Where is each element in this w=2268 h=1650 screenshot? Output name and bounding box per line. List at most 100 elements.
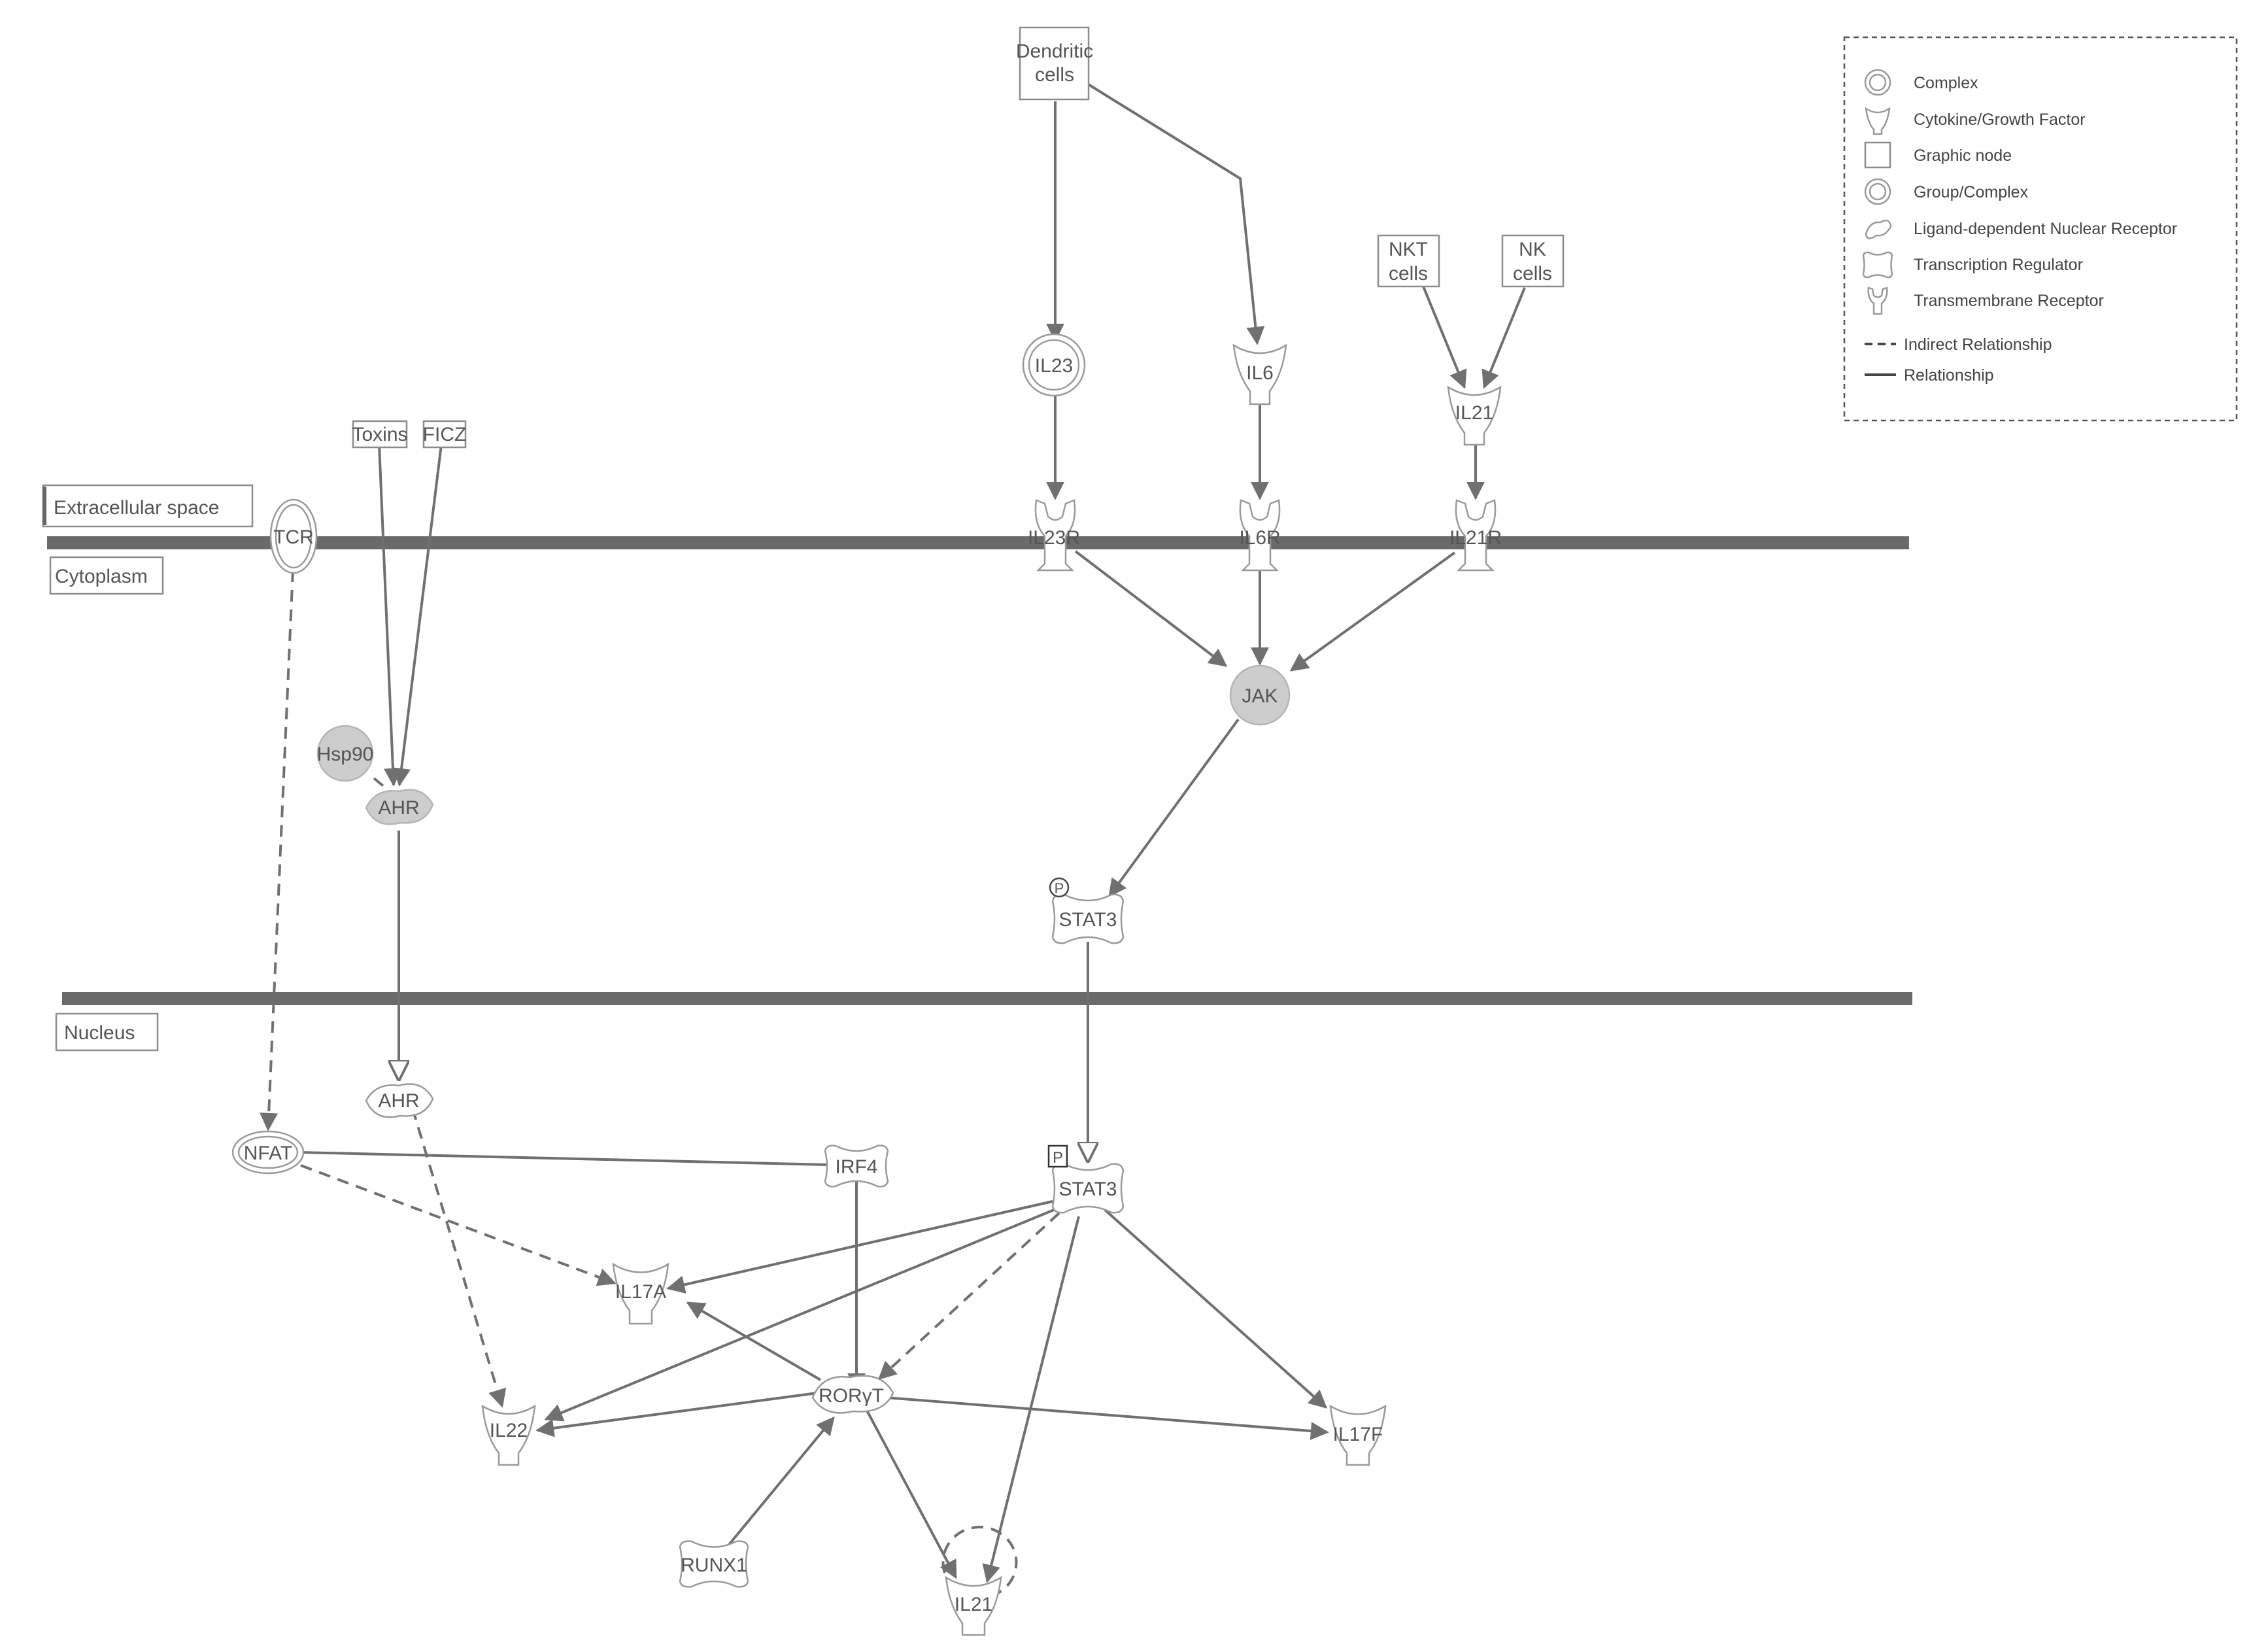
edge-runx1-roryt bbox=[718, 1416, 835, 1558]
node-il17f[interactable]: IL17F bbox=[1329, 1404, 1387, 1466]
node-il23r[interactable]: IL23R bbox=[1028, 499, 1080, 572]
svg-text:TCR: TCR bbox=[273, 526, 314, 548]
edge-stat3-il17f bbox=[1104, 1209, 1328, 1409]
svg-text:P: P bbox=[1053, 1149, 1063, 1167]
svg-text:IL21R: IL21R bbox=[1449, 527, 1502, 549]
node-il6r[interactable]: IL6R bbox=[1239, 499, 1281, 572]
phospho-badge-nucleus: P bbox=[1047, 1144, 1068, 1168]
node-il21r[interactable]: IL21R bbox=[1449, 499, 1502, 572]
svg-text:cells: cells bbox=[1513, 263, 1552, 284]
edge-nfat-irf4 bbox=[299, 1151, 828, 1166]
svg-text:STAT3: STAT3 bbox=[1059, 1178, 1117, 1200]
node-dendritic-cells[interactable]: Dendritic cells bbox=[1016, 26, 1093, 101]
edge-ficz-ahr bbox=[392, 444, 443, 787]
nuclear-membrane bbox=[62, 992, 1912, 1005]
legend-label-cytokine: Cytokine/Growth Factor bbox=[1914, 111, 2086, 129]
compartment-nucleus: Nucleus bbox=[55, 1012, 159, 1052]
node-runx1[interactable]: RUNX1 bbox=[679, 1540, 749, 1588]
svg-text:IL21: IL21 bbox=[955, 1594, 992, 1615]
svg-text:AHR: AHR bbox=[378, 797, 419, 819]
node-irf4[interactable]: IRF4 bbox=[824, 1144, 889, 1188]
svg-text:RORγT: RORγT bbox=[819, 1385, 884, 1407]
node-nk-cells[interactable]: NK cells bbox=[1501, 234, 1565, 288]
svg-text:FICZ: FICZ bbox=[423, 424, 467, 445]
node-il6[interactable]: IL6 bbox=[1232, 343, 1287, 405]
svg-text:IL17A: IL17A bbox=[615, 1281, 666, 1303]
svg-text:cells: cells bbox=[1389, 263, 1428, 284]
legend-label-transcription-regulator: Transcription Regulator bbox=[1914, 256, 2083, 274]
node-nfat[interactable]: NFAT bbox=[231, 1130, 305, 1175]
legend-label-relationship: Relationship bbox=[1904, 366, 1994, 385]
node-tcr[interactable]: TCR bbox=[269, 498, 318, 574]
svg-text:JAK: JAK bbox=[1242, 685, 1278, 707]
node-il17a[interactable]: IL17A bbox=[612, 1262, 669, 1325]
node-ahr-nucleus[interactable]: AHR bbox=[365, 1083, 434, 1118]
graphic-node-icon bbox=[1864, 141, 1891, 169]
node-roryt[interactable]: RORγT bbox=[811, 1375, 894, 1414]
svg-text:IRF4: IRF4 bbox=[835, 1156, 877, 1178]
edge-stat3-il17a bbox=[666, 1200, 1053, 1294]
edge-stat3-il21 bbox=[982, 1216, 1080, 1583]
node-ficz[interactable]: FICZ bbox=[423, 420, 467, 449]
svg-text:IL17F: IL17F bbox=[1333, 1424, 1383, 1445]
dashed-edges bbox=[260, 570, 1060, 1597]
node-il22[interactable]: IL22 bbox=[481, 1404, 536, 1466]
edge-roryt-il22 bbox=[535, 1392, 818, 1437]
node-il23[interactable]: IL23 bbox=[1022, 333, 1086, 397]
legend-label-transmembrane-receptor: Transmembrane Receptor bbox=[1914, 292, 2104, 310]
phospho-badge-cytoplasm: P bbox=[1049, 877, 1070, 898]
node-hsp90[interactable]: Hsp90 bbox=[317, 725, 374, 782]
svg-text:IL22: IL22 bbox=[490, 1420, 528, 1441]
svg-text:IL23R: IL23R bbox=[1028, 527, 1080, 549]
node-ahr-cytoplasm[interactable]: AHR bbox=[365, 789, 434, 825]
svg-text:Hsp90: Hsp90 bbox=[317, 744, 374, 765]
svg-text:P: P bbox=[1055, 880, 1064, 897]
edge-roryt-il17f bbox=[885, 1396, 1329, 1440]
edge-il23r-jak bbox=[1074, 550, 1228, 667]
svg-text:Extracellular space: Extracellular space bbox=[54, 497, 219, 519]
compartment-cytoplasm: Cytoplasm bbox=[49, 556, 164, 595]
plasma-membrane bbox=[47, 536, 1909, 549]
complex-icon bbox=[1864, 69, 1891, 96]
node-il21-nucleus[interactable]: IL21 bbox=[945, 1575, 1002, 1636]
svg-text:NK: NK bbox=[1519, 239, 1546, 260]
svg-text:NFAT: NFAT bbox=[244, 1143, 292, 1164]
node-stat3-nucleus[interactable]: STAT3 bbox=[1051, 1163, 1125, 1214]
cytokine-icon bbox=[1865, 107, 1891, 135]
svg-text:IL6: IL6 bbox=[1246, 362, 1274, 384]
edge-nk-il21 bbox=[1481, 287, 1526, 389]
edge-stat3-il22 bbox=[544, 1209, 1055, 1422]
edges bbox=[299, 82, 1526, 1583]
legend-label-ligand-receptor: Ligand-dependent Nuclear Receptor bbox=[1914, 220, 2177, 238]
svg-text:Dendritic: Dendritic bbox=[1016, 41, 1093, 62]
edge-tcr-nfat bbox=[260, 570, 294, 1131]
node-toxins[interactable]: Toxins bbox=[352, 420, 408, 449]
edge-roryt-il17a bbox=[686, 1301, 822, 1381]
svg-text:Nucleus: Nucleus bbox=[64, 1022, 135, 1044]
svg-text:Cytoplasm: Cytoplasm bbox=[55, 566, 148, 587]
legend-label-complex: Complex bbox=[1914, 74, 1978, 92]
edge-hsp90-ahr bbox=[373, 777, 391, 793]
node-jak[interactable]: JAK bbox=[1229, 664, 1291, 726]
legend-label-graphic-node: Graphic node bbox=[1914, 146, 2012, 165]
edge-toxins-ahr bbox=[378, 444, 402, 787]
ligand-receptor-icon bbox=[1865, 219, 1892, 239]
svg-text:STAT3: STAT3 bbox=[1059, 909, 1117, 931]
svg-text:IL6R: IL6R bbox=[1239, 527, 1280, 549]
transmembrane-receptor-icon bbox=[1867, 286, 1888, 315]
edge-nfat-il17a bbox=[300, 1164, 617, 1286]
edge-nkt-il21 bbox=[1422, 286, 1467, 389]
node-nkt-cells[interactable]: NKT cells bbox=[1377, 234, 1440, 288]
legend: Complex Cytokine/Growth Factor Graphic n… bbox=[1843, 36, 2238, 422]
edge-il21-self bbox=[941, 1526, 1018, 1597]
svg-text:IL23: IL23 bbox=[1035, 355, 1073, 377]
svg-text:RUNX1: RUNX1 bbox=[681, 1555, 747, 1576]
group-complex-icon bbox=[1864, 178, 1891, 205]
node-il21-extracellular[interactable]: IL21 bbox=[1447, 385, 1502, 446]
svg-text:IL21: IL21 bbox=[1455, 402, 1493, 424]
edge-dc-il6 bbox=[1086, 82, 1265, 345]
transcription-regulator-icon bbox=[1862, 251, 1893, 279]
node-stat3-cytoplasm[interactable]: STAT3 bbox=[1051, 893, 1125, 944]
edge-roryt-il21 bbox=[865, 1409, 957, 1579]
